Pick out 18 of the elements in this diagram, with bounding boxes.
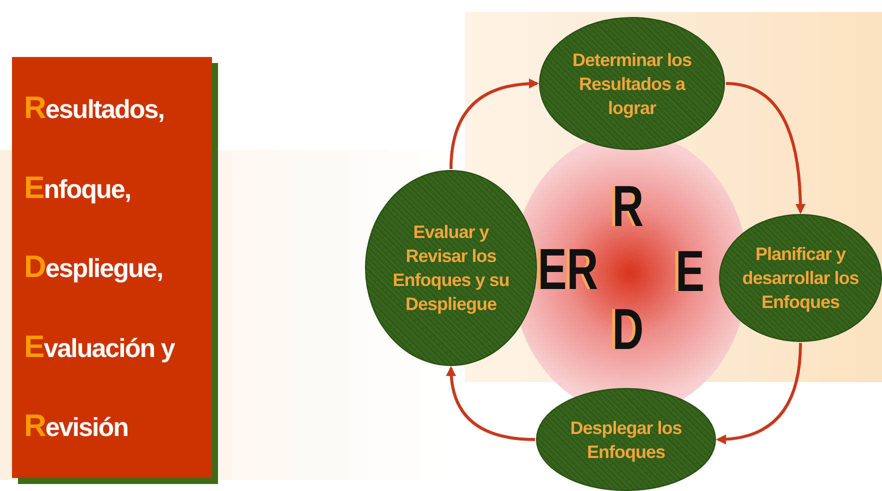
step-text: Evaluar y Revisar los Enfoques y su Despliegue bbox=[392, 221, 510, 316]
cycle-arrow bbox=[446, 366, 536, 441]
term-text: Despliegue, bbox=[24, 248, 164, 286]
term-text: Evaluación y bbox=[24, 328, 176, 366]
acronym-letter: E bbox=[676, 242, 704, 302]
cycle-arrow bbox=[450, 78, 539, 170]
acronym-letter: D bbox=[612, 300, 644, 360]
cycle-arrow bbox=[726, 82, 806, 214]
term-text: Enfoque, bbox=[24, 168, 132, 207]
step-text: Planificar y desarrollar los Enfoques bbox=[741, 243, 860, 314]
term-text: Resultados, bbox=[24, 89, 165, 128]
step-text: Determinar los Resultados a lograr bbox=[571, 48, 693, 120]
step-text: Desplegar los Enfoques bbox=[569, 416, 683, 464]
term-list-panel bbox=[12, 57, 212, 478]
cycle-arrow bbox=[716, 342, 802, 444]
acronym-letter: ER bbox=[538, 240, 598, 300]
acronym-letter: R bbox=[612, 177, 644, 237]
term-text: Revisión bbox=[24, 407, 129, 445]
